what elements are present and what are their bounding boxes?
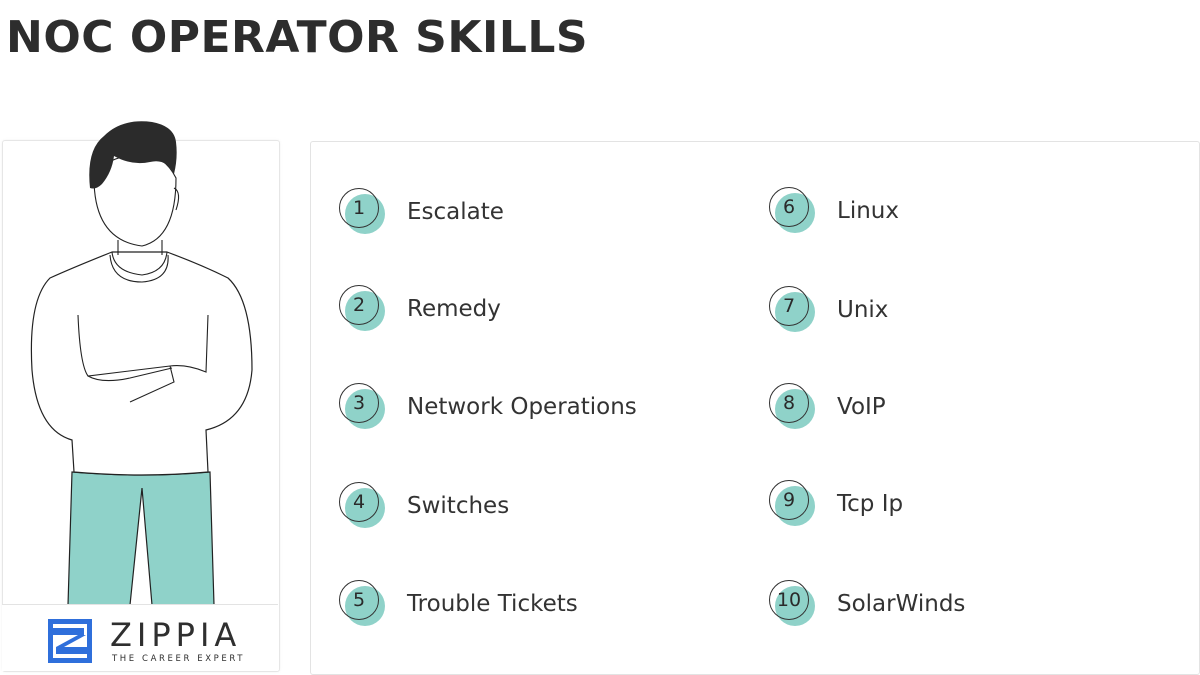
skill-item: 3 Network Operations [339, 383, 637, 431]
number-badge: 5 [339, 580, 387, 628]
skill-label: Tcp Ip [837, 491, 904, 517]
zippia-logo-icon [48, 619, 92, 663]
number-badge: 1 [339, 188, 387, 236]
skill-label: SolarWinds [837, 591, 966, 617]
number-badge: 8 [769, 383, 817, 431]
skill-item: 9 Tcp Ip [769, 480, 903, 528]
brand-bar: ZIPPIA THE CAREER EXPERT [2, 604, 278, 671]
skill-label: Network Operations [407, 394, 637, 420]
skill-item: 4 Switches [339, 482, 509, 530]
skill-label: VoIP [837, 394, 886, 420]
number-badge: 6 [769, 187, 817, 235]
skill-label: Escalate [407, 199, 504, 225]
person-illustration [30, 121, 253, 605]
number-badge: 2 [339, 285, 387, 333]
number-badge: 9 [769, 480, 817, 528]
number-badge: 10 [769, 580, 817, 628]
skill-label: Switches [407, 493, 510, 519]
number-badge: 4 [339, 482, 387, 530]
skill-item: 8 VoIP [769, 383, 886, 431]
skill-label: Unix [837, 297, 889, 323]
skill-item: 7 Unix [769, 286, 888, 334]
brand-tagline: THE CAREER EXPERT [112, 654, 246, 664]
skill-label: Trouble Tickets [407, 591, 578, 617]
number-badge: 7 [769, 286, 817, 334]
skill-item: 6 Linux [769, 187, 899, 235]
brand-name: ZIPPIA [110, 616, 242, 654]
number-badge: 3 [339, 383, 387, 431]
skill-label: Linux [837, 198, 899, 224]
skill-item: 10 SolarWinds [769, 580, 965, 628]
skills-card [310, 141, 1200, 675]
skill-label: Remedy [407, 296, 501, 322]
skill-item: 5 Trouble Tickets [339, 580, 578, 628]
skill-item: 2 Remedy [339, 285, 501, 333]
page-title: NOC OPERATOR SKILLS [6, 12, 589, 63]
skill-item: 1 Escalate [339, 188, 504, 236]
